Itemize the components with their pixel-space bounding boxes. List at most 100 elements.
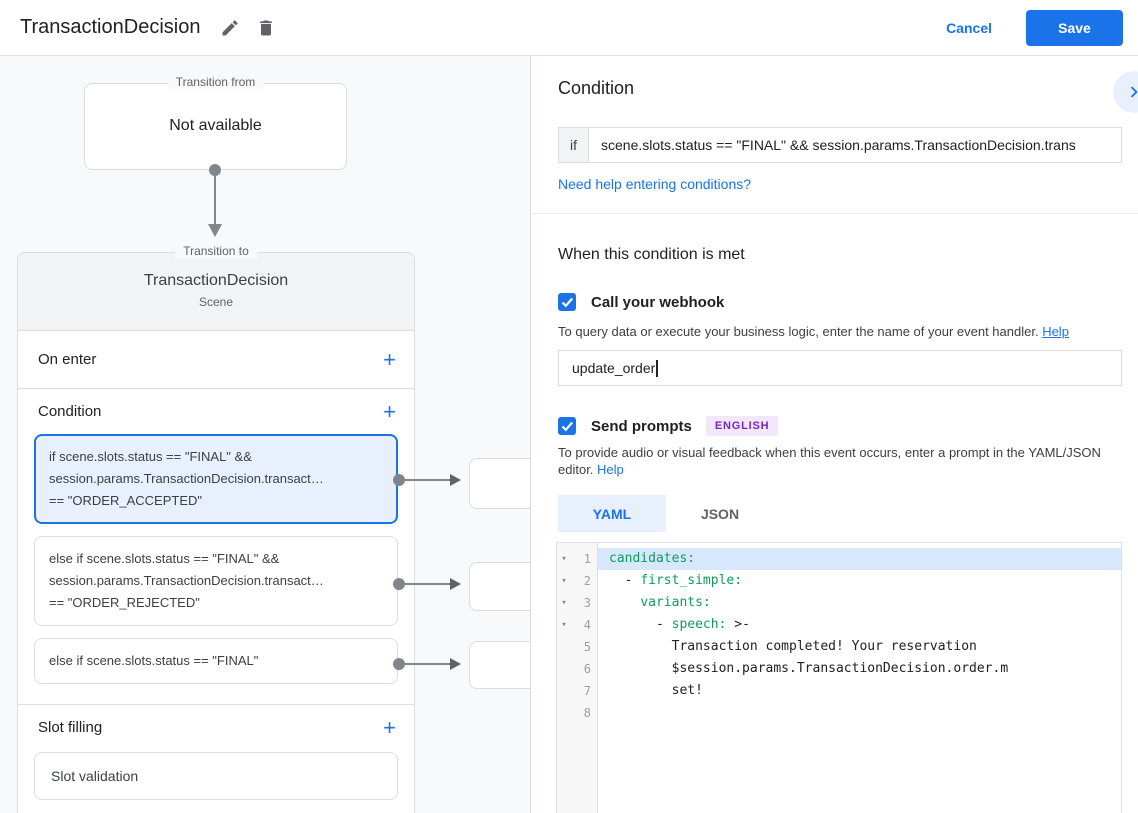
yaml-key-token: variants: xyxy=(640,595,711,610)
fold-arrow-icon[interactable]: ▾ xyxy=(561,620,567,630)
section-divider xyxy=(18,704,414,705)
if-prefix-label: if xyxy=(558,127,588,163)
condition-card-text: == "ORDER_ACCEPTED" xyxy=(49,493,202,508)
condition-card-list: if scene.slots.status == "FINAL" && sessi… xyxy=(18,434,414,684)
checkmark-icon xyxy=(561,421,573,431)
transition-target-box[interactable] xyxy=(469,641,530,689)
condition-connector-line xyxy=(399,479,451,481)
panel-title: Condition xyxy=(558,78,635,98)
page-title: TransactionDecision xyxy=(20,16,201,38)
connector-line xyxy=(214,170,216,224)
code-text[interactable]: set! xyxy=(598,680,1121,702)
code-text[interactable]: $session.params.TransactionDecision.orde… xyxy=(598,658,1121,680)
on-enter-section: On enter + xyxy=(18,331,414,389)
yaml-code-editor[interactable]: ▾ 1 candidates: ▾ 2 - first_simple: ▾ 3 … xyxy=(556,542,1122,813)
condition-card-text: if scene.slots.status == "FINAL" && xyxy=(49,449,252,464)
code-line: 6 $session.params.TransactionDecision.or… xyxy=(557,658,1121,680)
condition-card[interactable]: if scene.slots.status == "FINAL" && sessi… xyxy=(34,434,398,524)
fold-arrow-icon[interactable]: ▾ xyxy=(561,554,567,564)
delete-scene-button[interactable] xyxy=(248,10,284,46)
transition-target-box[interactable] xyxy=(469,458,530,509)
yaml-key-token: speech: xyxy=(671,617,727,632)
code-text[interactable]: variants: xyxy=(598,592,1121,614)
transition-from-node[interactable]: Transition from Not available xyxy=(84,75,347,170)
add-slot-button[interactable]: + xyxy=(383,714,396,740)
line-number: 8 xyxy=(583,706,591,720)
code-token: - xyxy=(609,573,641,588)
connector-arrowhead xyxy=(208,224,222,237)
condition-card-text: else if scene.slots.status == "FINAL" && xyxy=(49,551,280,566)
webhook-checkbox[interactable] xyxy=(558,293,576,311)
webhook-label: Call your webhook xyxy=(591,293,725,311)
condition-connector-line xyxy=(399,663,451,665)
line-number: 4 xyxy=(583,618,591,632)
condition-editor-panel: Condition if Need help entering conditio… xyxy=(532,56,1138,813)
condition-card-text: session.params.TransactionDecision.trans… xyxy=(49,471,324,486)
webhook-description: To query data or execute your business l… xyxy=(558,323,1069,340)
fold-arrow-icon[interactable] xyxy=(557,636,571,658)
code-line: 7 set! xyxy=(557,680,1121,702)
slot-filling-title: Slot filling xyxy=(38,719,103,736)
tab-yaml[interactable]: YAML xyxy=(558,495,666,532)
line-number: 7 xyxy=(583,684,591,698)
scene-name: TransactionDecision xyxy=(143,272,289,289)
transition-to-node: Transition to TransactionDecision Scene … xyxy=(17,244,415,813)
send-prompts-help-link[interactable]: Help xyxy=(597,462,624,477)
send-prompts-checkbox[interactable] xyxy=(558,417,576,435)
code-line: ▾ 2 - first_simple: xyxy=(557,570,1121,592)
line-number: 3 xyxy=(583,596,591,610)
send-prompts-description: To provide audio or visual feedback when… xyxy=(558,444,1116,478)
code-token xyxy=(609,595,640,610)
panel-divider xyxy=(532,213,1138,214)
send-prompts-checkbox-row: Send prompts ENGLISH xyxy=(558,416,779,436)
event-handler-input[interactable]: update_order xyxy=(558,350,1122,386)
webhook-checkbox-row: Call your webhook xyxy=(558,293,724,311)
editor-format-tabs: YAML JSON xyxy=(558,495,774,532)
fold-arrow-icon[interactable]: ▾ xyxy=(561,598,567,608)
transition-to-label: Transition to xyxy=(175,244,257,258)
yaml-key-token: first_simple: xyxy=(640,573,743,588)
editor-gutter xyxy=(557,543,598,813)
fold-arrow-icon[interactable] xyxy=(557,680,571,702)
transition-from-label: Transition from xyxy=(167,75,264,89)
code-token: $session.params.TransactionDecision.orde… xyxy=(609,661,1009,676)
code-line: ▾ 3 variants: xyxy=(557,592,1121,614)
code-line: 8 xyxy=(557,702,1121,724)
code-text[interactable]: Transaction completed! Your reservation xyxy=(598,636,1121,658)
tab-json[interactable]: JSON xyxy=(700,505,740,522)
condition-help-link[interactable]: Need help entering conditions? xyxy=(558,176,752,192)
code-line: ▾ 1 candidates: xyxy=(557,548,1121,570)
delete-icon xyxy=(260,20,273,35)
slot-validation-card[interactable]: Slot validation xyxy=(34,752,398,800)
condition-section-title: Condition xyxy=(38,403,102,420)
yaml-key-token: candidates: xyxy=(609,551,696,566)
line-number: 2 xyxy=(583,574,591,588)
fold-arrow-icon[interactable] xyxy=(557,658,571,680)
collapse-panel-button[interactable] xyxy=(1113,71,1138,113)
save-button[interactable]: Save xyxy=(1026,9,1123,46)
condition-card[interactable]: else if scene.slots.status == "FINAL" &&… xyxy=(34,536,398,626)
when-met-title: When this condition is met xyxy=(558,246,745,263)
transition-target-box[interactable] xyxy=(469,562,530,611)
code-line: 5 Transaction completed! Your reservatio… xyxy=(557,636,1121,658)
line-number: 1 xyxy=(583,552,591,566)
condition-card[interactable]: else if scene.slots.status == "FINAL" xyxy=(34,638,398,684)
scene-card-header[interactable]: TransactionDecision Scene xyxy=(18,253,414,331)
webhook-help-link[interactable]: Help xyxy=(1042,324,1069,339)
code-text[interactable]: - first_simple: xyxy=(598,570,1121,592)
code-text[interactable]: candidates: xyxy=(598,548,1121,570)
edit-icon xyxy=(222,19,238,35)
editor-lines: ▾ 1 candidates: ▾ 2 - first_simple: ▾ 3 … xyxy=(557,543,1121,724)
add-on-enter-button[interactable]: + xyxy=(383,346,396,372)
edit-scene-button[interactable] xyxy=(212,10,248,46)
condition-card-text: session.params.TransactionDecision.trans… xyxy=(49,573,324,588)
code-text[interactable]: - speech: >- xyxy=(598,614,1121,636)
code-text[interactable] xyxy=(598,702,1121,724)
add-condition-button[interactable]: + xyxy=(383,398,396,424)
fold-arrow-icon[interactable] xyxy=(557,702,571,724)
cancel-button[interactable]: Cancel xyxy=(946,19,992,36)
text-cursor xyxy=(656,359,658,377)
condition-expression-input[interactable] xyxy=(588,127,1122,163)
fold-arrow-icon[interactable]: ▾ xyxy=(561,576,567,586)
code-token: Transaction completed! Your reservation xyxy=(609,639,977,654)
